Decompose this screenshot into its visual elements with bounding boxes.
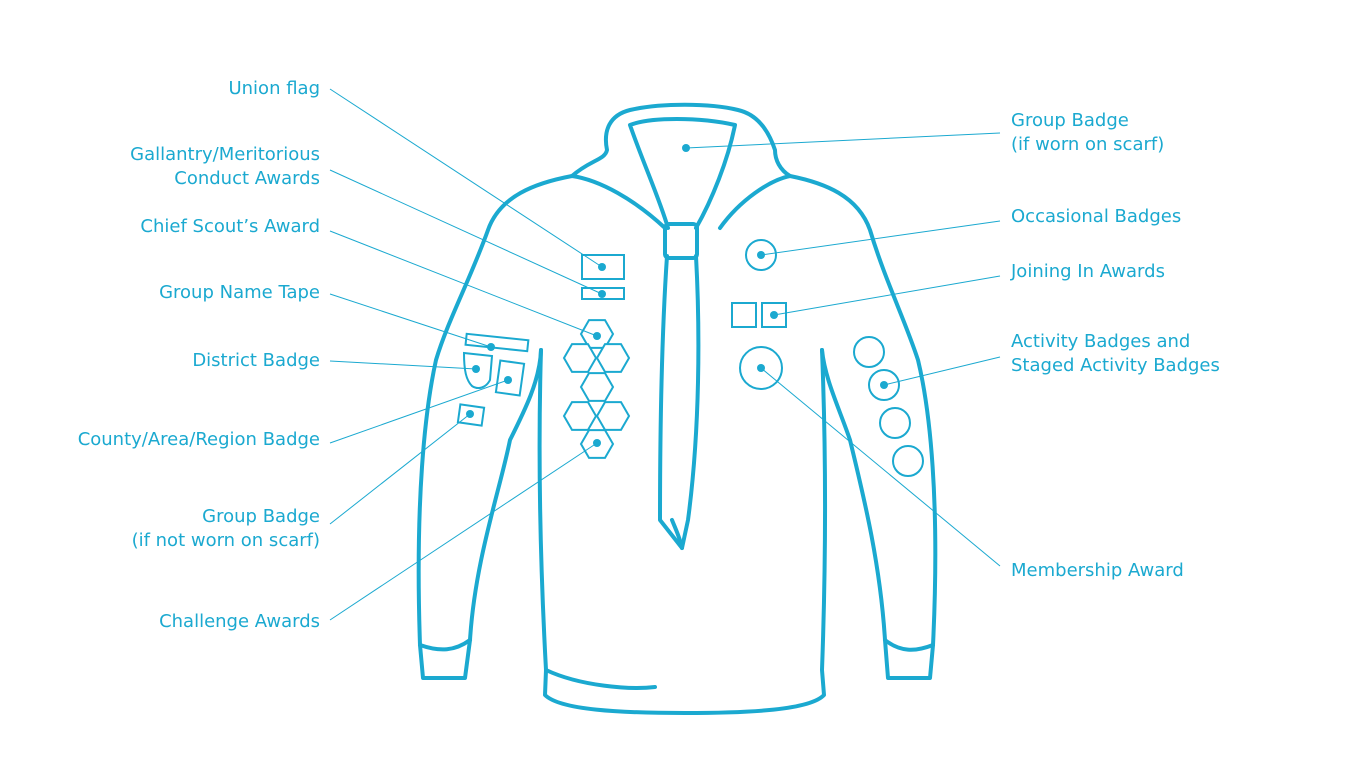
leader-name-tape	[329, 293, 492, 348]
scarf-tip	[670, 518, 684, 550]
label-activity-badges: Activity Badges and Staged Activity Badg…	[1011, 330, 1220, 378]
activity-badge-1	[853, 336, 885, 368]
challenge-hexagons	[562, 319, 631, 459]
label-group-badge-sleeve-line2: (if not worn on scarf)	[131, 530, 320, 551]
challenge-hexagon-4	[579, 372, 615, 402]
label-occasional-badges-text: Occasional Badges	[1011, 206, 1182, 227]
label-joining-in-text: Joining In Awards	[1011, 261, 1165, 282]
leader-challenge	[329, 442, 598, 621]
leader-union-flag	[329, 88, 603, 268]
leader-occasional	[760, 220, 1001, 256]
dot-group-sleeve	[466, 410, 474, 418]
dot-group-scarf	[682, 144, 690, 152]
leader-county	[329, 379, 509, 444]
label-gallantry-line1: Gallantry/Meritorious	[130, 144, 320, 165]
challenge-hexagon-2	[562, 343, 598, 373]
label-group-name-tape-text: Group Name Tape	[159, 282, 320, 303]
label-county-badge-text: County/Area/Region Badge	[77, 429, 320, 450]
label-group-badge-scarf-line1: Group Badge	[1011, 110, 1129, 131]
challenge-hexagon-6	[595, 401, 631, 431]
collar-inner	[628, 117, 737, 230]
label-membership-award: Membership Award	[1011, 559, 1184, 583]
leader-group-sleeve	[329, 413, 471, 525]
activity-badge-3	[879, 407, 911, 439]
label-group-badge-scarf-line2: (if worn on scarf)	[1011, 134, 1165, 155]
shirt-hem-line	[544, 668, 657, 690]
dot-name-tape	[487, 343, 495, 351]
leader-gallantry	[329, 169, 603, 295]
label-occasional-badges: Occasional Badges	[1011, 205, 1181, 229]
dot-activity	[880, 381, 888, 389]
dot-challenge	[593, 439, 601, 447]
leader-chief-scout	[329, 230, 598, 337]
label-challenge-awards-text: Challenge Awards	[159, 611, 320, 632]
label-district-badge: District Badge	[192, 349, 320, 373]
label-activity-line1: Activity Badges and	[1011, 331, 1191, 352]
label-group-badge-scarf: Group Badge (if worn on scarf)	[1011, 109, 1164, 157]
label-group-badge-sleeve-line1: Group Badge	[202, 506, 320, 527]
dot-occasional	[757, 251, 765, 259]
left-cuff-line	[418, 638, 472, 652]
label-district-badge-text: District Badge	[192, 350, 320, 371]
leader-lines	[329, 88, 1001, 621]
shirt-hem	[537, 348, 827, 715]
challenge-hexagon-5	[562, 401, 598, 431]
dot-chief-scout	[593, 332, 601, 340]
badges	[456, 239, 924, 477]
scarf	[658, 254, 701, 550]
dot-gallantry	[598, 290, 606, 298]
leader-activity	[883, 356, 1001, 386]
leader-membership	[760, 367, 1001, 567]
label-union-flag: Union flag	[228, 77, 320, 101]
shirt-outline	[416, 102, 938, 715]
label-challenge-awards: Challenge Awards	[159, 610, 320, 634]
label-county-badge: County/Area/Region Badge	[78, 428, 320, 452]
activity-badge-4	[892, 445, 924, 477]
woggle	[663, 222, 699, 260]
label-membership-award-text: Membership Award	[1011, 560, 1184, 581]
label-gallantry: Gallantry/Meritorious Conduct Awards	[130, 143, 320, 191]
leader-dots	[466, 144, 888, 447]
dot-county	[504, 376, 512, 384]
label-activity-line2: Staged Activity Badges	[1011, 355, 1220, 376]
dot-membership	[757, 364, 765, 372]
name-tape-patch	[464, 332, 530, 353]
dot-joining-in	[770, 311, 778, 319]
leader-group-scarf	[685, 132, 1001, 149]
right-cuff-line	[883, 638, 935, 652]
label-joining-in: Joining In Awards	[1011, 260, 1165, 284]
joining-in-badge-1	[731, 302, 757, 328]
label-chief-scout: Chief Scout’s Award	[140, 215, 320, 239]
leader-joining-in	[773, 275, 1001, 316]
label-group-name-tape: Group Name Tape	[159, 281, 320, 305]
label-union-flag-text: Union flag	[228, 78, 320, 99]
label-chief-scout-text: Chief Scout’s Award	[140, 216, 320, 237]
leader-district	[329, 360, 477, 370]
shirt-body	[416, 174, 938, 680]
dot-union-flag	[598, 263, 606, 271]
label-gallantry-line2: Conduct Awards	[174, 168, 320, 189]
challenge-hexagon-3	[595, 343, 631, 373]
dot-district	[472, 365, 480, 373]
label-group-badge-sleeve: Group Badge (if not worn on scarf)	[132, 505, 320, 553]
collar	[570, 102, 792, 230]
